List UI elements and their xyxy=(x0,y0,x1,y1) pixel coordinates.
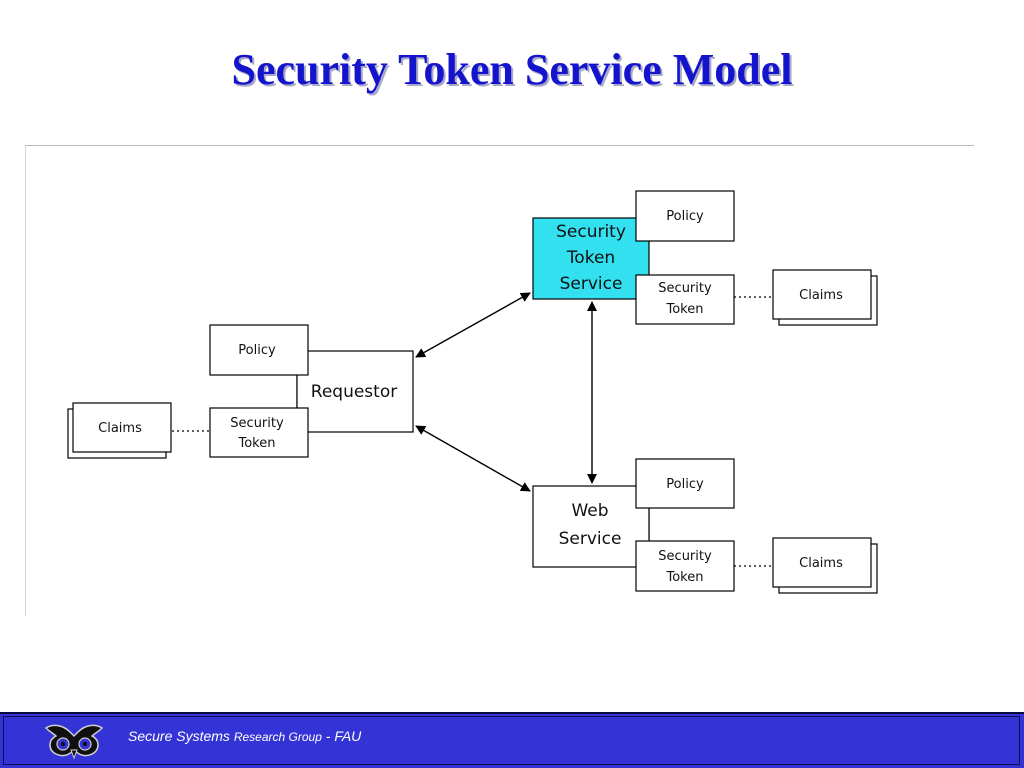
ws-claims-label: Claims xyxy=(799,556,843,571)
webservice-label-line1: Web xyxy=(571,501,608,521)
sts-label-line3: Service xyxy=(560,274,623,294)
req-token-node: Security Token xyxy=(209,407,309,458)
sts-label-line1: Security xyxy=(556,222,626,242)
webservice-node: Web Service xyxy=(532,485,650,568)
footer-text-a: Secure Systems xyxy=(128,728,234,744)
ws-claims-node: Claims xyxy=(772,537,878,594)
sts-node: Security Token Service xyxy=(532,217,650,300)
webservice-label-line2: Service xyxy=(559,529,622,549)
footer-caption: Secure Systems Research Group - FAU xyxy=(128,728,361,744)
arrow-requestor-webservice xyxy=(415,425,531,492)
arrow-requestor-sts xyxy=(415,292,531,358)
requestor-label: Requestor xyxy=(311,382,397,402)
sts-token-node: Security Token xyxy=(635,274,735,325)
owl-logo-icon xyxy=(44,724,104,760)
req-claims-node: Claims xyxy=(67,402,172,459)
sts-policy-label: Policy xyxy=(666,209,704,224)
claims-links xyxy=(172,296,773,567)
sts-token-line2: Token xyxy=(666,302,704,317)
ws-token-node: Security Token xyxy=(635,540,735,592)
footer-text-c: - FAU xyxy=(321,728,362,744)
footer-inner-border xyxy=(3,716,1020,765)
req-token-line2: Token xyxy=(238,436,276,451)
req-token-line1: Security xyxy=(230,416,284,431)
arrows xyxy=(415,292,597,492)
requestor-node: Requestor xyxy=(296,350,414,433)
sts-policy-node: Policy xyxy=(635,190,735,242)
req-policy-label: Policy xyxy=(238,343,276,358)
sts-box xyxy=(532,217,650,300)
footer-text-b: Research Group xyxy=(233,730,322,744)
ws-token-line1: Security xyxy=(658,549,712,564)
footer-bar: Secure Systems Research Group - FAU xyxy=(0,712,1024,768)
req-claims-label: Claims xyxy=(98,421,142,436)
requestor-box xyxy=(296,350,414,433)
slide-title: Security Token Service Model xyxy=(231,45,793,94)
webservice-box xyxy=(532,485,650,568)
sts-claims-node: Claims xyxy=(772,269,878,326)
sts-claims-label: Claims xyxy=(799,288,843,303)
ws-token-line2: Token xyxy=(666,570,704,585)
sts-label-line2: Token xyxy=(566,248,615,268)
ws-policy-node: Policy xyxy=(635,458,735,509)
ws-policy-label: Policy xyxy=(666,477,704,492)
req-policy-node: Policy xyxy=(209,324,309,376)
sts-token-line1: Security xyxy=(658,281,712,296)
